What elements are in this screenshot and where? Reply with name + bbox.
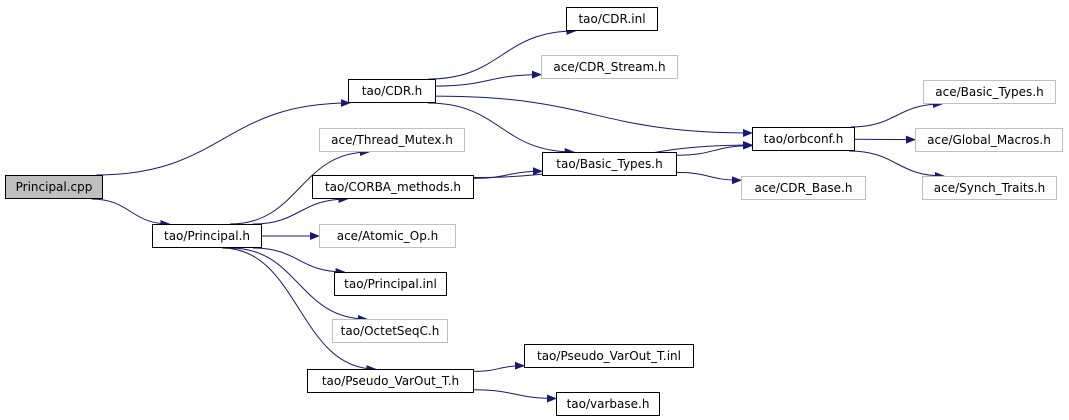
- edge-pseudo_varout_h-to-varbase_h: [473, 389, 557, 403]
- edge-principal_h-to-octetseqc_h: [230, 247, 368, 323]
- node-tao-principal-inl[interactable]: tao/Principal.inl: [334, 272, 447, 296]
- node-tao-corba-methods-h[interactable]: tao/CORBA_methods.h: [312, 175, 474, 199]
- edge-corba_methods_h-to-basic_types_h: [473, 167, 543, 179]
- edge-principal_h-to-pseudo_varout_h: [222, 247, 377, 373]
- edge-principal_cpp-to-principal_h: [91, 198, 171, 228]
- node-tao-principal-h[interactable]: tao/Principal.h: [152, 224, 262, 248]
- edge-cdr_h-to-orbconf_h: [435, 95, 753, 137]
- node-ace-global-macros-h: ace/Global_Macros.h: [915, 128, 1063, 152]
- node-tao-cdr-h[interactable]: tao/CDR.h: [348, 79, 436, 103]
- edge-orbconf_h-to-synch_traits_h: [849, 150, 945, 180]
- node-tao-orbconf-h[interactable]: tao/orbconf.h: [752, 127, 855, 151]
- edge-pseudo_varout_h-to-pseudo_varout_inl: [473, 361, 525, 372]
- node-tao-pseudo-varout-t-inl[interactable]: tao/Pseudo_VarOut_T.inl: [524, 344, 694, 368]
- node-ace-thread-mutex-h: ace/Thread_Mutex.h: [319, 128, 465, 152]
- edge-principal_h-to-corba_methods_h: [252, 195, 349, 225]
- edge-basic_types_h-to-cdr_base_h: [676, 171, 742, 185]
- edge-cdr_h-to-cdr_inl: [428, 27, 577, 80]
- node-principal-cpp: Principal.cpp: [5, 175, 103, 199]
- edge-orbconf_h-to-ace_basic_types_h: [850, 100, 943, 128]
- edge-cdr_h-to-basic_types_h: [427, 102, 575, 156]
- node-ace-synch-traits-h: ace/Synch_Traits.h: [922, 176, 1057, 200]
- node-ace-cdr-stream-h: ace/CDR_Stream.h: [541, 55, 678, 79]
- node-ace-cdr-base-h: ace/CDR_Base.h: [741, 176, 866, 200]
- node-tao-varbase-h[interactable]: tao/varbase.h: [556, 392, 660, 416]
- edge-basic_types_h-to-orbconf_h: [676, 141, 753, 156]
- node-tao-pseudo-varout-t-h[interactable]: tao/Pseudo_VarOut_T.h: [307, 369, 474, 393]
- node-tao-octetseqc-h: tao/OctetSeqC.h: [332, 319, 448, 343]
- edge-principal_h-to-principal_inl: [252, 247, 346, 276]
- edge-principal_h-to-thread_mutex_h: [230, 148, 370, 225]
- node-tao-cdr-inl[interactable]: tao/CDR.inl: [566, 7, 658, 31]
- edge-cdr_h-to-cdr_stream_h: [435, 70, 542, 87]
- node-ace-basic-types-h: ace/Basic_Types.h: [923, 80, 1056, 104]
- node-tao-basic-types-h[interactable]: tao/Basic_Types.h: [542, 152, 677, 176]
- node-ace-atomic-op-h: ace/Atomic_Op.h: [319, 224, 456, 248]
- edge-principal_cpp-to-cdr_h: [96, 99, 351, 176]
